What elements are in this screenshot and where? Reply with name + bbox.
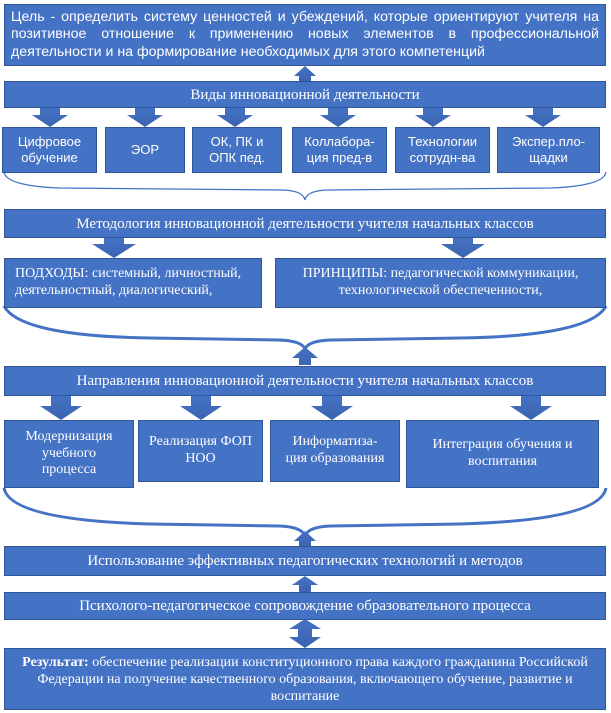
arrow-up-to-goal	[294, 66, 316, 81]
approaches-label: ПОДХОДЫ:	[15, 266, 89, 282]
arrow-double-result	[289, 619, 321, 648]
technologies-bar: Использование эффективных педагогических…	[4, 546, 606, 576]
type-item-line: сотрудн-ва	[409, 150, 476, 165]
type-item-line: Технологии	[407, 134, 477, 150]
type-item-line: щадки	[529, 150, 568, 165]
approaches-text: системный, личностный,	[88, 266, 242, 282]
direction-item-line: процесса	[41, 462, 97, 478]
goal-text: Цель - определить систему ценностей и уб…	[11, 9, 599, 60]
type-item-experimental: Экспер.пло-щадки	[497, 127, 600, 173]
type-item-line: ОПК пед.	[209, 150, 265, 165]
types-title-bar: Виды инновационной деятельности	[4, 81, 606, 108]
direction-item-line: Информатиза-	[292, 434, 378, 450]
type-item-line: Экспер.пло-	[511, 134, 586, 150]
direction-item-line: учебного	[41, 445, 97, 461]
goal-box: Цель - определить систему ценностей и уб…	[4, 4, 606, 66]
directions-title: Направления инновационной деятельности у…	[76, 373, 534, 389]
type-item-line: ция пред-в	[306, 150, 373, 165]
brace-methodology	[2, 305, 608, 354]
direction-item-line: НОО	[185, 451, 216, 466]
methodology-title: Методология инновационной деятельности у…	[76, 215, 534, 232]
direction-item-line: Модернизация	[25, 428, 113, 444]
technologies-text: Использование эффективных педагогических…	[87, 553, 523, 569]
arrow-up-support	[292, 576, 318, 592]
type-item-eor: ЭОР	[105, 127, 185, 173]
approaches-box: ПОДХОДЫ: системный, личностный, деятельн…	[4, 258, 262, 308]
arrow-up-directions	[292, 347, 318, 365]
direction-item-informatization: Информатиза-ция образования	[270, 420, 400, 482]
support-text: Психолого-педагогическое сопровождение о…	[79, 598, 531, 614]
directions-title-bar: Направления инновационной деятельности у…	[4, 366, 606, 396]
arrows-methodology	[92, 238, 485, 258]
type-item-line: Коллабора-	[304, 134, 375, 150]
brace-directions	[2, 487, 608, 541]
principles-label: ПРИНЦИПЫ:	[302, 266, 388, 282]
direction-item-line: Реализация ФОП	[149, 434, 252, 450]
direction-item-line: ция образования	[285, 451, 385, 466]
result-text: обеспечение реализации конституционного …	[37, 655, 588, 704]
type-item-line: обучение	[21, 150, 78, 165]
arrows-directions	[40, 396, 552, 420]
methodology-title-bar: Методология инновационной деятельности у…	[4, 209, 606, 238]
support-bar: Психолого-педагогическое сопровождение о…	[4, 592, 606, 620]
brace-types	[3, 171, 607, 201]
principles-box: ПРИНЦИПЫ: педагогической коммуникации, т…	[275, 258, 606, 308]
type-item-line: Цифровое	[17, 134, 82, 150]
type-item-line: ОК, ПК и	[210, 134, 264, 150]
type-item-line: ЭОР	[130, 142, 160, 158]
direction-item-line: Интеграция обучения и	[432, 437, 573, 453]
arrows-types	[32, 108, 561, 127]
result-label: Результат:	[22, 655, 89, 670]
arrow-up-technologies	[294, 531, 316, 546]
approaches-text-line2: деятельностный, диалогический,	[15, 283, 213, 298]
result-box: Результат: обеспечение реализации консти…	[4, 648, 606, 710]
principles-text-line2: технологической обеспеченности,	[338, 283, 543, 298]
principles-text: педагогической коммуникации,	[387, 266, 579, 282]
types-title: Виды инновационной деятельности	[190, 86, 420, 103]
direction-item-line: воспитания	[467, 454, 537, 469]
type-item-collaboration: Коллабора-ция пред-в	[292, 127, 387, 173]
